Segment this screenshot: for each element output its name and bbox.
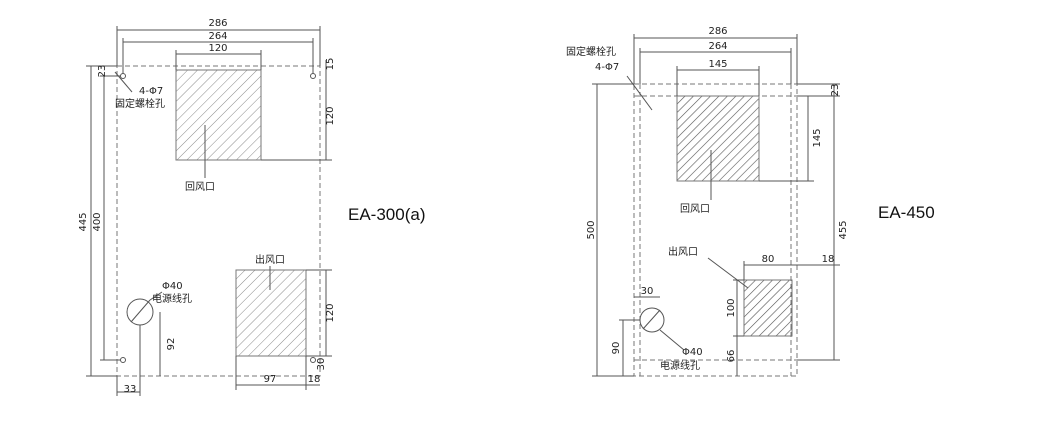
dim-width-264: 264 [208, 31, 227, 42]
diagram-ea-300a: 286 264 120 445 400 23 15 120 120 92 30 … [78, 18, 425, 396]
supply-air-vent [235, 269, 307, 357]
dim-120-supply: 120 [325, 303, 336, 322]
label-cable-hole: 电源线孔 [660, 359, 700, 372]
dim-15: 15 [325, 58, 336, 71]
label-supply-air: 出风口 [668, 245, 698, 258]
bolt-hole-top-right [310, 73, 316, 79]
return-air-vent [676, 95, 760, 182]
model-label-ea-300a: EA-300(a) [348, 205, 425, 224]
label-cable-diameter: Φ40 [162, 281, 183, 292]
dim-30: 30 [641, 286, 654, 297]
model-label-ea-450: EA-450 [878, 203, 935, 222]
label-bolt-hole: 固定螺栓孔 [115, 97, 165, 110]
dim-width-145: 145 [708, 59, 727, 70]
label-return-air: 回风口 [185, 181, 215, 193]
diagram-ea-450: 286 264 145 500 23 145 455 80 18 100 66 … [566, 26, 935, 377]
label-bolt-spec: 4-Φ7 [595, 62, 619, 73]
dim-width-286: 286 [208, 18, 227, 29]
dim-height-455: 455 [838, 220, 849, 239]
dim-height-500: 500 [586, 220, 597, 239]
cabinet-outline [633, 83, 798, 377]
dim-18: 18 [822, 254, 835, 265]
dim-width-120: 120 [208, 43, 227, 54]
dim-width-286: 286 [708, 26, 727, 37]
label-cable-hole: 电源线孔 [152, 292, 192, 305]
dim-90: 90 [611, 342, 622, 355]
bolt-hole-top-left [120, 73, 126, 79]
dim-height-400: 400 [92, 212, 103, 231]
dim-23: 23 [97, 65, 108, 78]
dim-height-445: 445 [78, 212, 89, 231]
return-air-vent [175, 69, 262, 161]
dim-120-return: 120 [325, 106, 336, 125]
dim-18: 18 [308, 374, 321, 385]
label-bolt-hole: 固定螺栓孔 [566, 45, 616, 58]
dim-80: 80 [762, 254, 775, 265]
dim-92: 92 [166, 338, 177, 351]
dim-23: 23 [830, 84, 841, 97]
dim-97: 97 [264, 374, 277, 385]
supply-air-vent [743, 279, 793, 337]
label-bolt-spec: 4-Φ7 [139, 86, 163, 97]
dim-145-vertical: 145 [812, 128, 823, 147]
dim-100: 100 [726, 298, 737, 317]
dim-66: 66 [726, 350, 737, 363]
label-supply-air: 出风口 [255, 253, 285, 266]
dim-33: 33 [124, 384, 137, 395]
label-return-air: 回风口 [680, 203, 710, 215]
label-cable-diameter: Φ40 [682, 347, 703, 358]
bolt-hole-bottom-left [120, 357, 126, 363]
dim-width-264: 264 [708, 41, 727, 52]
dim-30: 30 [316, 358, 327, 371]
bolt-hole-bottom-right [310, 357, 316, 363]
